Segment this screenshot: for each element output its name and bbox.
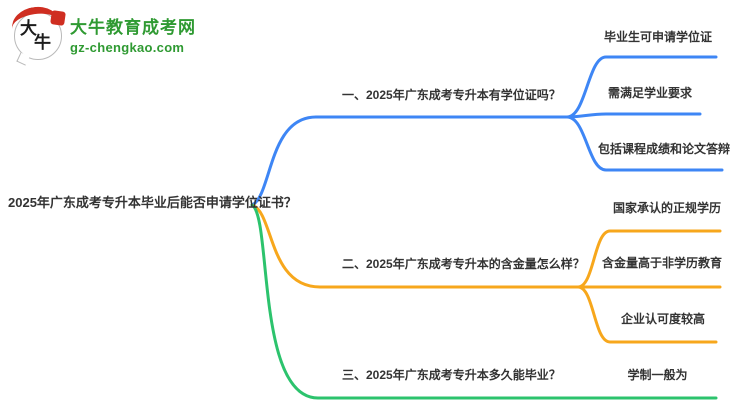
branch3-title: 三、2025年广东成考专升本多久能毕业？ — [342, 368, 561, 382]
branch1-child2-connector — [565, 112, 702, 119]
logo-char-top: 大 — [20, 19, 37, 38]
site-url: gz-chengkao.com — [70, 40, 185, 56]
logo-text: 大牛教育成考网 gz-chengkao.com — [70, 12, 196, 55]
branch1-child2: 需满足学业要求 — [607, 86, 692, 100]
branch1-title: 一、2025年广东成考专升本有学位证吗？ — [342, 88, 561, 102]
branch1-child3: 包括课程成绩和论文答辩 — [598, 142, 731, 156]
logo-char-bottom: 牛 — [34, 33, 51, 52]
branch3-child1: 学制一般为 — [627, 368, 688, 382]
branch1-main-connector — [250, 115, 569, 207]
branch2-main-connector — [250, 203, 580, 289]
branch3-main-connector — [250, 203, 718, 400]
branch2-child3-connector — [576, 285, 718, 344]
branch2-child2: 含金量高于非学历教育 — [601, 256, 722, 270]
branch2-title: 二、2025年广东成考专升本的含金量怎么样？ — [342, 257, 585, 271]
branch2-child3: 企业认可度较高 — [620, 312, 705, 326]
branch1-child1-connector — [565, 55, 718, 119]
site-name: 大牛教育成考网 — [70, 18, 196, 37]
site-logo[interactable]: 大 牛 大牛教育成考网 gz-chengkao.com — [9, 3, 196, 66]
branch1-child3-connector — [565, 115, 724, 172]
logo-bubble-icon: 大 牛 — [9, 3, 66, 66]
branch1-child1: 毕业生可申请学位证 — [603, 30, 712, 44]
branch2-child1-connector — [576, 229, 722, 289]
branch2-child1: 国家承认的正规学历 — [612, 201, 721, 215]
root-topic: 2025年广东成考专升本毕业后能否申请学位证书？ — [8, 195, 297, 210]
logo-seal-icon — [50, 10, 66, 26]
